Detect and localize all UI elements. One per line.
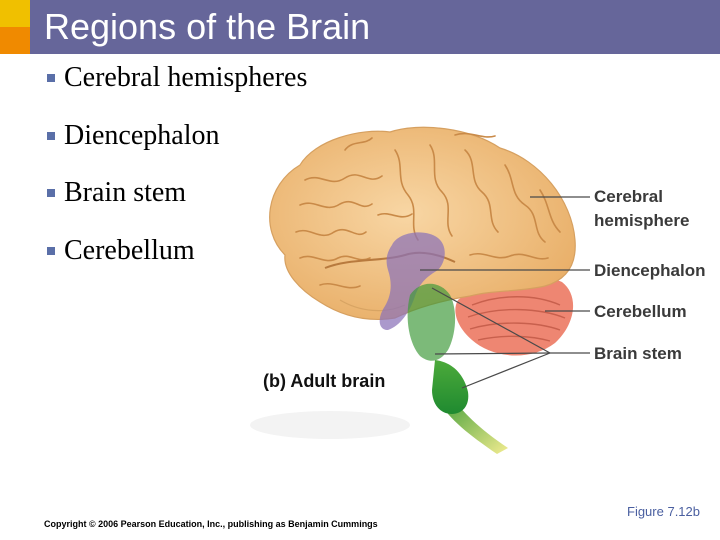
figure-caption: (b) Adult brain [263,371,385,391]
figure-number: Figure 7.12b [627,504,700,519]
square-bullet-icon [47,246,55,255]
square-bullet-icon [47,131,55,140]
label-cerebral-hemisphere-line1: Cerebral [594,187,663,206]
cerebrum-gyri [295,132,561,289]
label-cerebral-hemisphere-line2: hemisphere [594,211,689,230]
brain-shadow [250,411,410,439]
bullet-text: Diencephalon [64,119,220,151]
slide-title: Regions of the Brain [44,6,371,47]
cerebral-hemisphere-region [269,126,576,321]
corner-accent-orange [0,27,30,54]
title-bar [30,0,720,54]
bullet-item-brain-stem: Brain stem [44,177,307,235]
square-bullet-icon [47,74,55,82]
bullet-item-cerebellum: Cerebellum [44,235,307,293]
bullet-text: Brain stem [64,177,187,208]
label-diencephalon: Diencephalon [594,261,705,280]
copyright-notice: Copyright © 2006 Pearson Education, Inc.… [44,519,378,529]
bullet-item-diencephalon: Diencephalon [44,120,307,178]
brain-stem-medulla [432,360,469,414]
bullet-text: Cerebellum [64,234,195,266]
bullet-item-cerebral-hemispheres: Cerebral hemispheres [44,62,307,120]
cerebellum-region [455,275,574,356]
corner-accent-yellow [0,0,30,27]
square-bullet-icon [47,189,55,197]
label-cerebellum: Cerebellum [594,302,687,321]
diencephalon-region [379,232,445,330]
bullet-text: Cerebral hemispheres [64,62,308,93]
bullet-list: Cerebral hemispheres Diencephalon Brain … [44,62,307,292]
leader-lines [420,196,590,389]
brain-stem-pons [407,283,456,361]
label-brain-stem: Brain stem [594,344,682,363]
